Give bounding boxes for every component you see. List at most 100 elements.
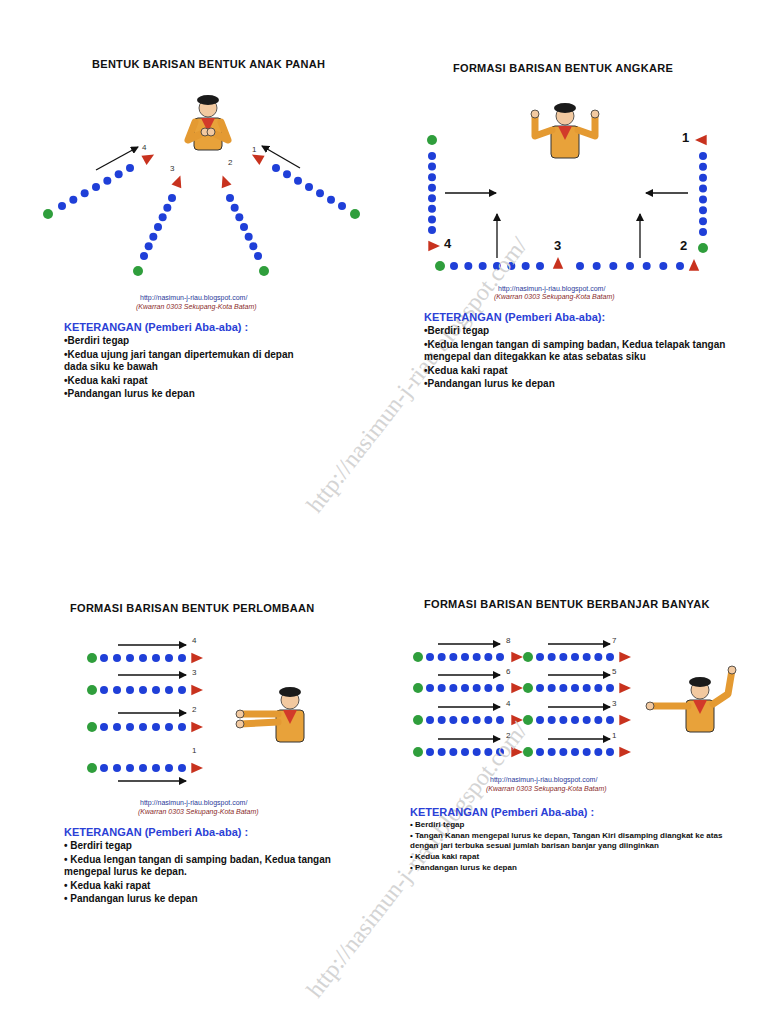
member-dot — [159, 213, 167, 221]
member-dot — [139, 686, 147, 694]
callout-number: 2 — [228, 158, 232, 168]
beret — [279, 687, 301, 697]
member-dot — [283, 170, 291, 178]
beret — [689, 677, 711, 687]
source-url: http://nasimun-j-riau.blogspot.com/ — [490, 776, 597, 785]
callout-number: 1 — [682, 130, 689, 146]
member-dot — [139, 723, 147, 731]
member-dot — [294, 177, 302, 185]
member-dot — [426, 653, 434, 661]
front-marker — [252, 155, 265, 165]
note-bullet: •Kedua kaki rapat — [424, 365, 759, 378]
direction-arrow — [96, 147, 138, 170]
leader-dot — [523, 715, 533, 725]
hand — [646, 702, 654, 710]
scout-figure — [531, 103, 599, 158]
member-dot — [606, 748, 614, 756]
direction-arrow — [118, 674, 186, 675]
scarf — [693, 700, 707, 714]
member-dot — [583, 684, 591, 692]
member-dot — [484, 684, 492, 692]
note-bullet: • Pandangan lurus ke depan — [64, 893, 364, 906]
source-credit: (Kwarran 0303 Sekupang-Kota Batam) — [138, 808, 259, 817]
beret — [554, 103, 576, 113]
leader-dot — [523, 652, 533, 662]
panel-title: BENTUK BARISAN BENTUK ANAK PANAH — [92, 58, 325, 72]
callout-number: 2 — [192, 705, 196, 715]
front-marker — [619, 715, 631, 725]
member-dot — [536, 716, 544, 724]
panel-title: FORMASI BARISAN BENTUK ANGKARE — [453, 62, 673, 76]
front-marker — [191, 722, 203, 732]
direction-arrow — [445, 192, 496, 193]
direction-arrow — [639, 214, 640, 258]
member-dot — [606, 716, 614, 724]
member-dot — [163, 204, 171, 212]
member-dot — [139, 764, 147, 772]
member-dot — [115, 170, 123, 178]
leader-dot — [259, 266, 269, 276]
callout-number: 3 — [170, 164, 174, 174]
leader-dot — [413, 652, 423, 662]
member-dot — [126, 764, 134, 772]
member-dot — [609, 262, 617, 270]
note-bullet: •Pandangan lurus ke depan — [424, 378, 759, 391]
member-dot — [178, 723, 186, 731]
callout-number: 3 — [192, 668, 196, 678]
hand — [728, 666, 736, 674]
note-bullet: • Tangan Kanan mengepal lurus ke depan, … — [410, 831, 750, 851]
note-bullet: •Pandangan lurus ke depan — [64, 388, 324, 401]
hand — [236, 710, 244, 718]
direction-arrow — [438, 674, 500, 675]
member-dot — [100, 764, 108, 772]
member-dot — [699, 152, 707, 160]
member-dot — [152, 686, 160, 694]
leader-dot — [87, 685, 97, 695]
member-dot — [154, 223, 162, 231]
member-dot — [272, 164, 280, 172]
callout-number: 2 — [680, 238, 687, 254]
callout-number: 1 — [252, 145, 256, 155]
member-dot — [100, 723, 108, 731]
member-dot — [139, 654, 147, 662]
callout-number: 4 — [192, 636, 196, 646]
member-dot — [254, 252, 262, 260]
source-credit: (Kwarran 0303 Sekupang-Kota Batam) — [494, 293, 615, 302]
member-dot — [168, 194, 176, 202]
leader-dot — [427, 135, 437, 145]
scout-figure — [236, 687, 304, 742]
member-dot — [449, 684, 457, 692]
member-dot — [428, 194, 436, 202]
leader-dot — [87, 722, 97, 732]
member-dot — [699, 163, 707, 171]
panel-title: FORMASI BARISAN BENTUK PERLOMBAAN — [70, 602, 315, 616]
note-bullet: • Kedua kaki rapat — [64, 880, 364, 893]
member-dot — [126, 654, 134, 662]
front-marker — [172, 175, 182, 188]
member-dot — [559, 716, 567, 724]
front-marker — [619, 683, 631, 693]
direction-arrow — [548, 643, 610, 644]
member-dot — [152, 723, 160, 731]
direction-arrow — [118, 712, 186, 713]
callout-number: 4 — [142, 143, 146, 153]
member-dot — [113, 654, 121, 662]
member-dot — [536, 262, 544, 270]
member-dot — [126, 723, 134, 731]
callout-number: 1 — [192, 746, 196, 756]
leader-dot — [133, 266, 143, 276]
member-dot — [461, 748, 469, 756]
member-dot — [428, 152, 436, 160]
front-marker — [619, 747, 631, 757]
callout-number: 3 — [554, 238, 561, 254]
direction-arrow — [438, 643, 500, 644]
note-bullet: • Berdiri tegap — [410, 820, 750, 830]
callout-number: 8 — [506, 636, 510, 646]
member-dot — [473, 684, 481, 692]
leader-dot — [698, 243, 708, 253]
direction-arrow — [118, 644, 186, 645]
member-dot — [461, 684, 469, 692]
member-dot — [583, 748, 591, 756]
callout-number: 6 — [506, 667, 510, 677]
member-dot — [316, 189, 324, 197]
